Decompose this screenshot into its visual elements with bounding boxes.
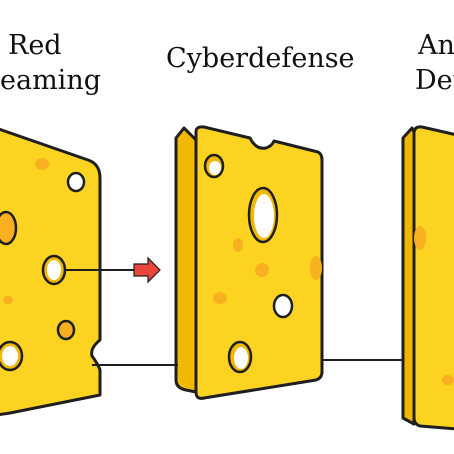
cheese-spot: [3, 296, 13, 304]
cheese-spot: [442, 375, 454, 385]
cheese-hole-inner: [234, 347, 248, 369]
cheese-spot: [255, 263, 269, 277]
cheese-spot: [213, 292, 227, 304]
left-cheese-slice: [0, 127, 102, 417]
cheese-spot: [35, 158, 49, 170]
cheese-hole-inner: [209, 161, 221, 175]
cheese-hole: [66, 171, 86, 193]
label-right-line1: An: [418, 30, 454, 61]
cheese-hole: [272, 293, 294, 319]
label-left-line2: eaming: [0, 65, 101, 96]
cheese-hole: [56, 319, 76, 341]
label-right-line2: Det: [415, 65, 454, 96]
cheese-spot: [310, 256, 322, 280]
cheese-spot: [414, 226, 426, 250]
label-center: Cyberdefense: [166, 43, 355, 74]
cheese-hole: [0, 210, 18, 246]
cheese-hole-inner: [2, 346, 18, 366]
arrow-head: [133, 256, 161, 284]
label-left-line1: Red: [8, 30, 62, 61]
cyberdefense-cheese-slice: [174, 125, 324, 400]
right-cheese-slice: [401, 125, 454, 431]
red-arrow: [64, 256, 161, 284]
cheese-hole-inner: [47, 260, 61, 280]
cheese-hole-inner: [254, 194, 274, 238]
cheese-spot: [233, 238, 243, 252]
